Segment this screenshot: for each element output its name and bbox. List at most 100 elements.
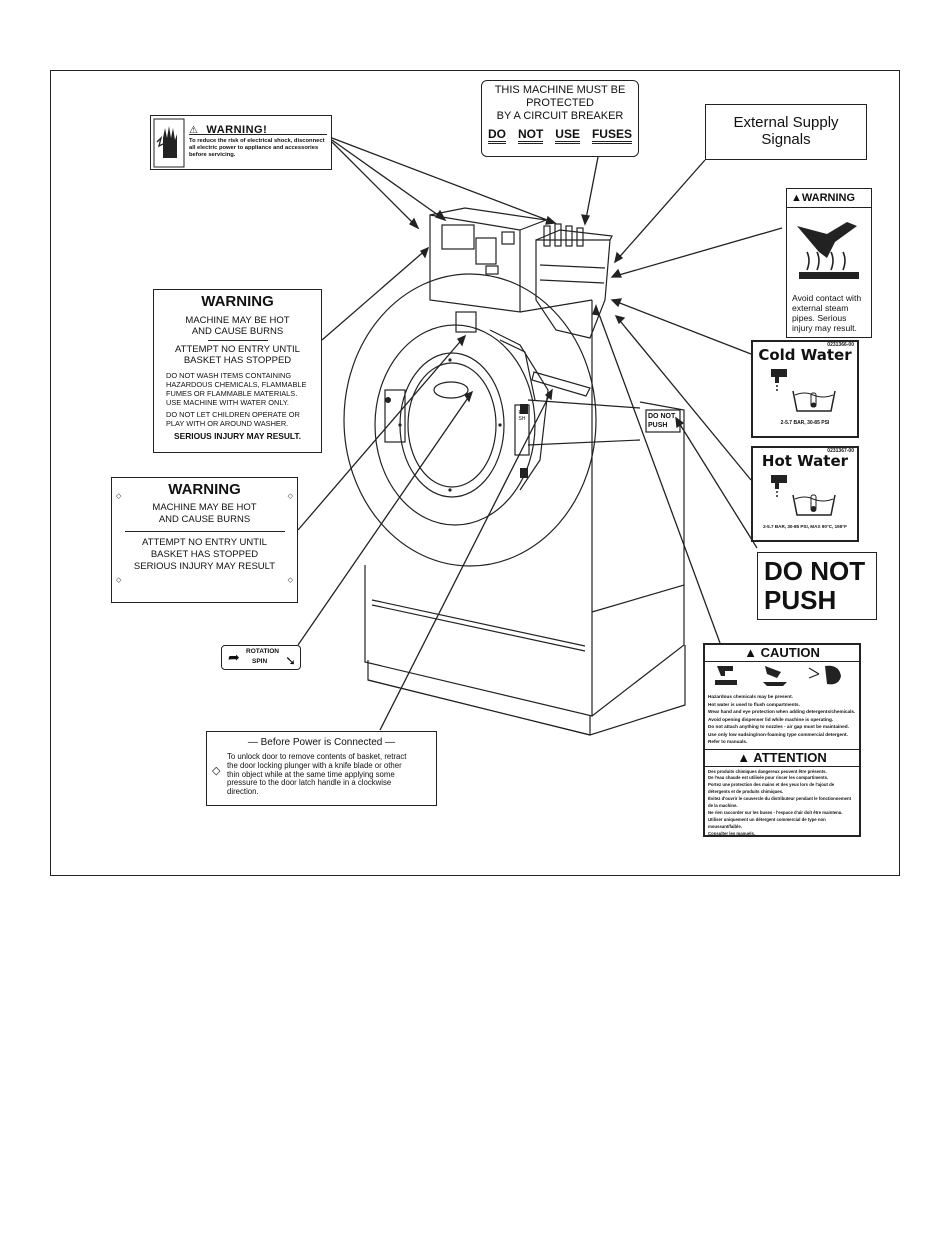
hot-water-title: Hot Water: [761, 452, 849, 470]
power-l5: direction.: [227, 787, 259, 797]
warning-triangle-icon: ▲: [744, 645, 758, 660]
breaker-word-not: NOT: [517, 128, 544, 144]
burns-small-l1: MACHINE MAY BE HOT: [152, 502, 257, 513]
faucet-icon: [717, 666, 733, 676]
rotation-bottom-text: SPIN: [252, 658, 268, 665]
diagram-frame: [50, 70, 900, 876]
warning-triangle-icon: ▲: [791, 192, 802, 204]
warning-triangle-icon: ▲: [737, 749, 751, 765]
breaker-line1: THIS MACHINE MUST BE: [494, 84, 626, 96]
steam-body-line1: Avoid contact with: [792, 293, 862, 303]
tray-icon: [715, 680, 737, 685]
shock-warning-label: ⚠ WARNING! To reduce the risk of electri…: [150, 115, 332, 170]
burns-large-l4: BASKET HAS STOPPED: [183, 355, 292, 366]
burns-large-l8: USE MACHINE WITH WATER ONLY.: [166, 398, 289, 407]
caution-attention-label: ▲ CAUTION Hazardous chemicals may be pre…: [703, 643, 861, 837]
attention-f1: Des produits chimiques dangereux peuvent…: [708, 768, 827, 774]
burns-small-l5: SERIOUS INJURY MAY RESULT: [133, 561, 276, 572]
attention-f5: Évitez d'ouvrir le couvercle du distribu…: [708, 796, 852, 802]
cold-water-code: 0231366-00: [827, 342, 854, 348]
steam-body-line3: pipes. Serious: [792, 313, 847, 323]
diamond-icon: ◇: [116, 577, 122, 584]
push-big-line2: PUSH: [764, 585, 837, 615]
attention-f3: Portez une protection des mains et des y…: [708, 782, 835, 788]
burns-large-l10: PLAY WITH OR AROUND WASHER.: [166, 419, 289, 428]
hot-burns-warning-small-label: WARNING MACHINE MAY BE HOT AND CAUSE BUR…: [111, 477, 298, 603]
face-goggles-icon: [825, 665, 841, 685]
machine-push-strip-text: PUSH: [518, 410, 526, 422]
burns-large-l9: DO NOT LET CHILDREN OPERATE OR: [166, 410, 300, 419]
push-small-line2: PUSH: [648, 422, 668, 429]
breaker-word-use: USE: [555, 128, 580, 144]
burns-large-title: WARNING: [201, 293, 274, 310]
burns-large-l5: DO NOT WASH ITEMS CONTAINING: [166, 371, 292, 380]
caution-l7: Refer to manuals.: [708, 739, 748, 744]
glove-hand-icon: [765, 666, 781, 678]
power-title: Before Power is Connected: [260, 737, 383, 748]
burns-small-l4: BASKET HAS STOPPED: [150, 549, 259, 560]
diamond-icon: ◇: [287, 493, 293, 500]
hot-water-label: 0231367-00 Hot Water 2-5.7 BAR, 30-85 PS…: [751, 446, 859, 542]
steam-body-line2: external steam: [792, 303, 849, 313]
rotation-top-text: ROTATION: [246, 648, 279, 655]
curved-arrow-left-icon: ➦: [228, 649, 240, 665]
shock-warning-title: WARNING!: [206, 124, 268, 136]
attention-f2: De l'eau chaude est utilisée pour rincer…: [708, 775, 829, 781]
shock-warning-body: To reduce the risk of electrical shock, …: [189, 138, 325, 158]
burns-large-l2: AND CAUSE BURNS: [191, 326, 284, 337]
burns-large-l1: MACHINE MAY BE HOT: [185, 315, 290, 326]
hot-water-spec: 2-5.7 BAR, 30-85 PSI, MAX 90°C, 195°F: [763, 524, 847, 529]
caution-pictograms: [715, 665, 841, 686]
hot-water-code: 0231367-00: [827, 448, 854, 454]
before-power-connected-label: — Before Power is Connected — ◇ To unloc…: [206, 731, 437, 806]
caution-l6: Use only low sudsing/non-foaming type co…: [708, 731, 848, 737]
push-big-line1: DO NOT: [764, 556, 866, 586]
caution-l4: Avoid opening dispenser lid while machin…: [708, 716, 834, 722]
rotation-spin-label: ➦ ROTATION SPIN ➘: [221, 645, 301, 670]
burns-large-l3: ATTEMPT NO ENTRY UNTIL: [175, 344, 300, 355]
attention-title: ATTENTION: [753, 749, 827, 765]
caution-title: CAUTION: [760, 645, 820, 660]
external-line2: Signals: [761, 131, 811, 148]
power-l2: the door locking plunger with a knife bl…: [227, 760, 402, 770]
hot-steam-hand-icon: [797, 222, 859, 279]
diamond-icon: ◇: [287, 577, 293, 584]
do-not-push-large-label: DO NOT PUSH: [757, 552, 877, 620]
electric-hand-icon: [153, 118, 185, 168]
steam-warning-label: ▲WARNING Avoid contact with external ste…: [786, 188, 872, 338]
external-supply-signals-label: External Supply Signals: [705, 104, 867, 160]
power-l1: To unlock door to remove contents of bas…: [227, 752, 407, 761]
do-not-push-machine-label: DO NOT PUSH: [648, 412, 680, 430]
breaker-line2: PROTECTED: [526, 97, 594, 109]
caution-l1: Hazardous chemicals may be present.: [708, 694, 793, 699]
diamond-icon: ◇: [212, 765, 221, 777]
cold-water-label: 0231366-00 Cold Water 2-5.7 BAR, 30-85 P…: [751, 340, 859, 438]
caution-l5: Do not attach anything to nozzles - air …: [708, 724, 849, 729]
cold-water-faucet-icon: [771, 369, 836, 412]
breaker-word-fuses: FUSES: [591, 128, 632, 144]
circuit-breaker-label: THIS MACHINE MUST BE PROTECTED BY A CIRC…: [481, 80, 639, 157]
attention-f9: Consulter les manuels.: [708, 830, 756, 836]
external-line1: External Supply: [733, 114, 839, 131]
caution-l2: Hot water is used to flush compartments.: [708, 701, 800, 707]
burns-large-l7: FUMES OR FLAMMABLE MATERIALS.: [166, 389, 298, 398]
burns-large-l11: SERIOUS INJURY MAY RESULT.: [174, 431, 301, 441]
burns-large-l6: HAZARDOUS CHEMICALS, FLAMMABLE: [166, 380, 307, 389]
breaker-word-do: DO: [487, 128, 506, 144]
burns-small-l2: AND CAUSE BURNS: [158, 514, 251, 525]
attention-f4: détergents et de produits chimiques.: [708, 789, 784, 795]
power-l3: thin object while at the same time apply…: [227, 769, 395, 779]
hot-water-faucet-icon: [771, 475, 836, 516]
cold-water-spec: 2-5.7 BAR, 30-85 PSI: [780, 420, 830, 426]
push-small-line1: DO NOT: [648, 413, 676, 420]
cold-water-title: Cold Water: [758, 346, 852, 364]
attention-f7: Ne rien raccorder sur les buses - l'espa…: [708, 809, 843, 815]
breaker-line3: BY A CIRCUIT BREAKER: [496, 110, 624, 122]
warning-triangle-icon: ⚠: [189, 125, 198, 136]
caution-l3: Wear hand and eye protection when adding…: [708, 709, 856, 714]
power-l4: pressure to the door latch handle in a c…: [227, 778, 392, 788]
burns-small-title: WARNING: [168, 481, 241, 498]
steam-warning-title: WARNING: [801, 192, 856, 204]
diamond-icon: ◇: [116, 493, 122, 500]
